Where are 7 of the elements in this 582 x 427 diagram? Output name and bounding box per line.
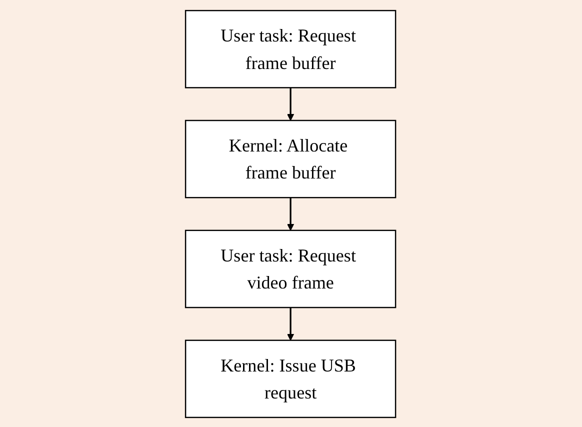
arrow <box>287 87 295 120</box>
node-box: User task: Request video frame <box>185 229 397 308</box>
node-box: Kernel: Allocate frame buffer <box>185 119 397 198</box>
arrow <box>287 197 295 230</box>
arrow <box>287 307 295 340</box>
node-box: User task: Request frame buffer <box>185 9 397 88</box>
node-box: Kernel: Issue USB request <box>185 339 397 418</box>
